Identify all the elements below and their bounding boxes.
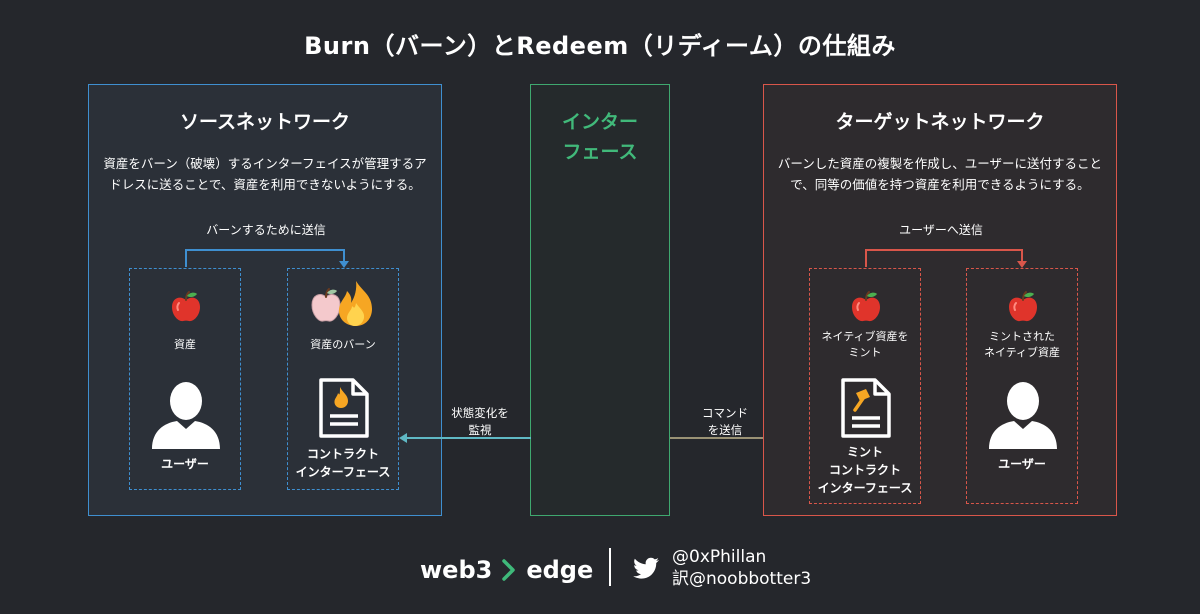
source-user-box: 資産 ユーザー <box>129 268 241 490</box>
target-user-label: ユーザー <box>998 457 1046 471</box>
monitor-arrow <box>399 433 531 443</box>
source-description-line1: 資産をバーン（破壊）するインターフェイスが管理するア <box>103 156 427 171</box>
monitor-label: 状態変化を 監視 <box>430 405 530 439</box>
monitor-line2: 監視 <box>468 423 492 437</box>
source-contract-line2: インターフェース <box>295 465 391 479</box>
apple-icon <box>1009 291 1037 322</box>
page-title: Burn（バーン）とRedeem（リディーム）の仕組み <box>304 32 896 60</box>
footer-brand: web3 edge <box>420 550 593 590</box>
source-user-label: ユーザー <box>161 457 209 471</box>
burning-apple-icon <box>311 281 372 326</box>
interface-heading-line2: フェース <box>562 141 638 163</box>
mint-asset-line1: ネイティブ資産を <box>821 330 909 343</box>
target-network-panel: ターゲットネットワーク バーンした資産の複製を作成し、ユーザーに送付すること で… <box>763 84 1117 516</box>
apple-icon <box>852 291 880 322</box>
source-asset-label: 資産 <box>174 338 196 351</box>
brand-left: web3 <box>420 556 493 584</box>
chevron-right-icon <box>502 559 516 581</box>
apple-icon <box>172 291 200 322</box>
minted-asset-line1: ミントされた <box>989 330 1055 343</box>
target-user-box: ミントされた ネイティブ資産 ユーザー <box>966 268 1078 504</box>
author-handle[interactable]: @0xPhillan <box>672 547 767 567</box>
target-description-line2: で、同等の価値を持つ資産を利用できるようにする。 <box>790 177 1090 192</box>
target-description-line1: バーンした資産の複製を作成し、ユーザーに送付すること <box>777 156 1103 171</box>
target-network-heading: ターゲットネットワーク <box>835 111 1045 133</box>
source-contract-label: コントラクト インターフェース <box>288 445 398 481</box>
source-description-line2: ドレスに送ることで、資産を利用できないようにする。 <box>109 177 421 192</box>
target-send-label: ユーザーへ送信 <box>899 223 983 237</box>
source-network-description: 資産をバーン（破壊）するインターフェイスが管理するア ドレスに送ることで、資産を… <box>99 153 431 195</box>
mint-contract-line3: インターフェース <box>817 481 913 495</box>
source-network-heading: ソースネットワーク <box>179 111 351 133</box>
user-icon <box>152 382 220 449</box>
burn-asset-label: 資産のバーン <box>310 338 376 351</box>
target-mint-box: ネイティブ資産を ミント ミント コントラクト インターフェース <box>809 268 921 504</box>
user-icon <box>989 382 1057 449</box>
minted-asset-label: ミントされた ネイティブ資産 <box>967 329 1077 361</box>
source-contract-box: 資産のバーン コントラクト インターフェース <box>287 268 399 490</box>
interface-heading-line1: インター <box>561 111 638 133</box>
target-send-arrow <box>865 249 1027 268</box>
target-network-description: バーンした資産の複製を作成し、ユーザーに送付すること で、同等の価値を持つ資産を… <box>774 153 1106 195</box>
contract-document-icon <box>319 378 369 438</box>
brand-right: edge <box>526 556 594 584</box>
command-label: コマンド を送信 <box>675 405 775 439</box>
mint-contract-line1: ミント <box>846 445 883 459</box>
interface-heading: インター フェース <box>531 107 669 167</box>
source-contract-line1: コントラクト <box>306 447 379 461</box>
command-line1: コマンド <box>702 406 748 420</box>
translator-handle[interactable]: 訳@noobbotter3 <box>672 569 812 589</box>
mint-contract-line2: コントラクト <box>828 463 901 477</box>
minted-asset-line2: ネイティブ資産 <box>983 346 1061 359</box>
mint-contract-label: ミント コントラクト インターフェース <box>810 443 920 497</box>
twitter-bird-icon <box>633 557 659 579</box>
footer-credits: @0xPhillan 訳@noobbotter3 <box>672 546 811 590</box>
source-send-label: バーンするために送信 <box>206 223 326 237</box>
source-send-arrow <box>185 249 349 268</box>
monitor-line1: 状態変化を <box>451 406 509 420</box>
mint-asset-line2: ミント <box>848 346 882 359</box>
mint-contract-document-icon <box>841 378 891 438</box>
mint-asset-label: ネイティブ資産を ミント <box>810 329 920 361</box>
source-network-panel: ソースネットワーク 資産をバーン（破壊）するインターフェイスが管理するア ドレス… <box>88 84 442 516</box>
interface-panel: インター フェース <box>530 84 670 516</box>
command-line2: を送信 <box>707 423 743 437</box>
footer-divider <box>609 548 611 586</box>
